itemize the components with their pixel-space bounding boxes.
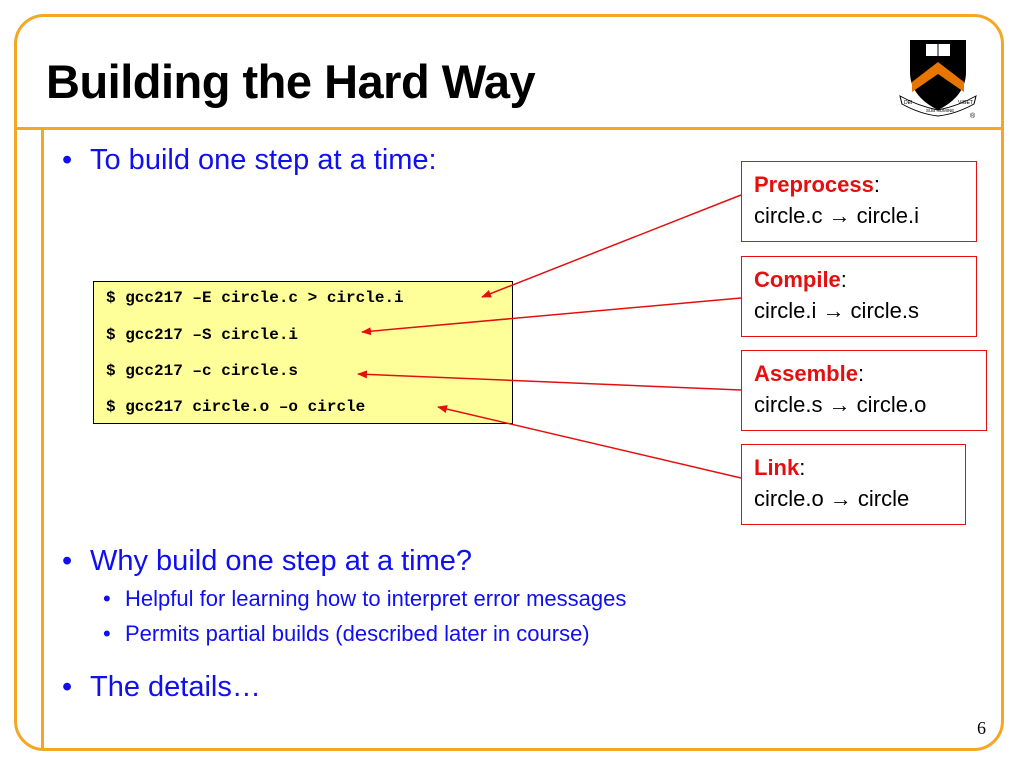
bullet-details: • The details… [62, 671, 261, 704]
callout-colon: : [857, 361, 865, 386]
code-line-link: $ gcc217 circle.o –o circle [106, 398, 366, 416]
banner-text-left: DEI [904, 100, 912, 106]
shield-chevron [912, 62, 964, 92]
bullet-dot: • [62, 671, 73, 703]
bullet-text: To build one step at a time: [90, 144, 437, 176]
page-number: 6 [977, 718, 986, 738]
callout-label: Link [754, 455, 800, 480]
bullet-why-build: • Why build one step at a time? [62, 545, 472, 578]
sub-bullet-dot: • [103, 586, 111, 611]
banner-text-mid: SUB NUMINE [926, 108, 954, 113]
shield-banner [899, 95, 977, 117]
princeton-shield-logo: DEI SUB NUMINE VIGET ® [899, 40, 977, 118]
bullet-build-step: • To build one step at a time: [62, 144, 437, 177]
title-divider [16, 127, 1003, 130]
callout-detail: circle.c → circle.i [754, 203, 920, 228]
sub-bullet-text: Permits partial builds (described later … [125, 621, 590, 646]
code-line-compile: $ gcc217 –S circle.i [106, 326, 299, 344]
callout-colon: : [840, 267, 847, 292]
callout-compile: Compile: circle.i → circle.s [741, 256, 977, 337]
callout-detail: circle.o → circle [754, 486, 910, 511]
sub-bullet-partial-builds: • Permits partial builds (described later… [103, 621, 590, 647]
shield-body [910, 40, 966, 110]
callout-assemble: Assemble: circle.s → circle.o [741, 350, 987, 431]
callout-link: Link: circle.o → circle [741, 444, 966, 525]
callout-colon: : [873, 172, 880, 197]
callout-preprocess: Preprocess: circle.c → circle.i [741, 161, 977, 242]
code-block: $ gcc217 –E circle.c > circle.i $ gcc217… [93, 281, 513, 424]
banner-text-right: VIGET [958, 100, 973, 106]
registered-mark: ® [970, 112, 976, 118]
bullet-dot: • [62, 144, 73, 176]
callout-detail: circle.s → circle.o [754, 392, 927, 417]
callout-colon: : [799, 455, 806, 480]
slide-title: Building the Hard Way [46, 55, 536, 108]
sub-bullet-text: Helpful for learning how to interpret er… [125, 586, 627, 611]
bullet-dot: • [62, 545, 73, 577]
sub-bullet-dot: • [103, 621, 111, 646]
code-line-preprocess: $ gcc217 –E circle.c > circle.i [106, 289, 404, 307]
sub-bullet-error-messages: • Helpful for learning how to interpret e… [103, 586, 626, 612]
bullet-text: The details… [90, 671, 261, 703]
callout-label: Assemble [754, 361, 858, 386]
bullet-text: Why build one step at a time? [90, 545, 473, 577]
callout-detail: circle.i → circle.s [754, 298, 920, 323]
code-line-assemble: $ gcc217 –c circle.s [106, 362, 299, 380]
left-margin-rule [41, 127, 44, 749]
callout-label: Compile [754, 267, 841, 292]
callout-label: Preprocess [754, 172, 874, 197]
